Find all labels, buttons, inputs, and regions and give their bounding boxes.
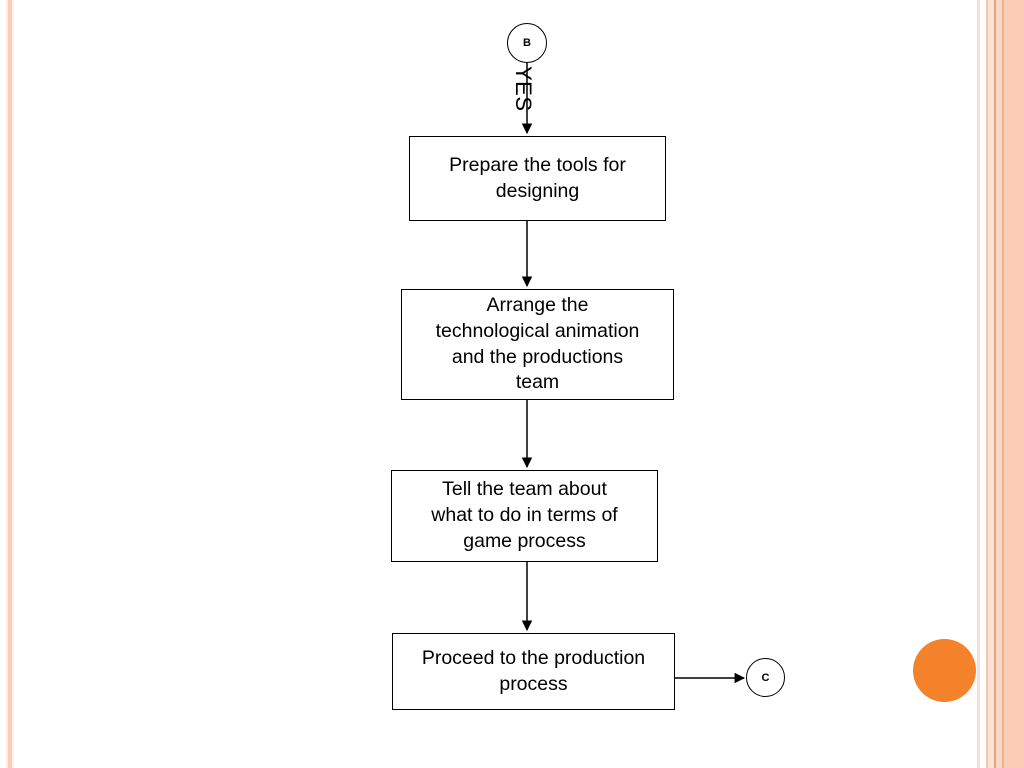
tell-team-line-2: what to do in terms of: [431, 504, 618, 527]
arrange-animation-line-2: technological animation: [435, 319, 640, 342]
right-border-stripe-fill: [1004, 0, 1024, 768]
connector-node-c-label: C: [761, 671, 770, 684]
process-node-prepare-tools[interactable]: Prepare the tools for designing: [409, 136, 666, 221]
right-border-stripe-line2: [1002, 0, 1004, 768]
right-border-stripe-pale: [988, 0, 994, 768]
connector-node-c[interactable]: C: [746, 658, 785, 697]
left-border-stripe-fade: [12, 0, 14, 768]
left-border-stripe-main: [8, 0, 12, 768]
arrange-animation-line-4: team: [515, 371, 560, 394]
process-node-tell-team-label: Tell the team about what to do in terms …: [431, 477, 617, 554]
tell-team-line-3: game process: [463, 529, 586, 552]
prepare-tools-line-1: Prepare the tools for: [449, 153, 626, 176]
process-node-tell-team[interactable]: Tell the team about what to do in terms …: [391, 470, 658, 562]
proceed-production-line-2: process: [499, 672, 568, 695]
left-border-stripe-pale: [6, 0, 8, 768]
arrange-animation-line-3: and the productions: [451, 345, 624, 368]
accent-circle: [913, 639, 976, 702]
arrange-animation-line-1: Arrange the: [486, 294, 589, 317]
process-node-proceed-production-label: Proceed to the production process: [422, 646, 645, 697]
right-border-stripe-gap: [980, 0, 986, 768]
edge-label-yes: YES: [510, 66, 536, 112]
prepare-tools-line-2: designing: [495, 179, 580, 202]
process-node-arrange-animation[interactable]: Arrange the technological animation and …: [401, 289, 674, 400]
tell-team-line-1: Tell the team about: [442, 478, 607, 501]
right-border-stripe-accent: [986, 0, 988, 768]
process-node-prepare-tools-label: Prepare the tools for designing: [449, 153, 626, 204]
connector-node-b[interactable]: B: [507, 23, 547, 63]
edge-label-yes-text: YES: [511, 66, 536, 112]
connector-node-b-label: B: [523, 37, 531, 49]
right-border-stripe-thin: [977, 0, 980, 768]
proceed-production-line-1: Proceed to the production: [421, 646, 646, 669]
right-border-stripe-line: [994, 0, 996, 768]
process-node-arrange-animation-label: Arrange the technological animation and …: [436, 293, 640, 396]
process-node-proceed-production[interactable]: Proceed to the production process: [392, 633, 675, 710]
right-border-stripe-wide: [996, 0, 1002, 768]
